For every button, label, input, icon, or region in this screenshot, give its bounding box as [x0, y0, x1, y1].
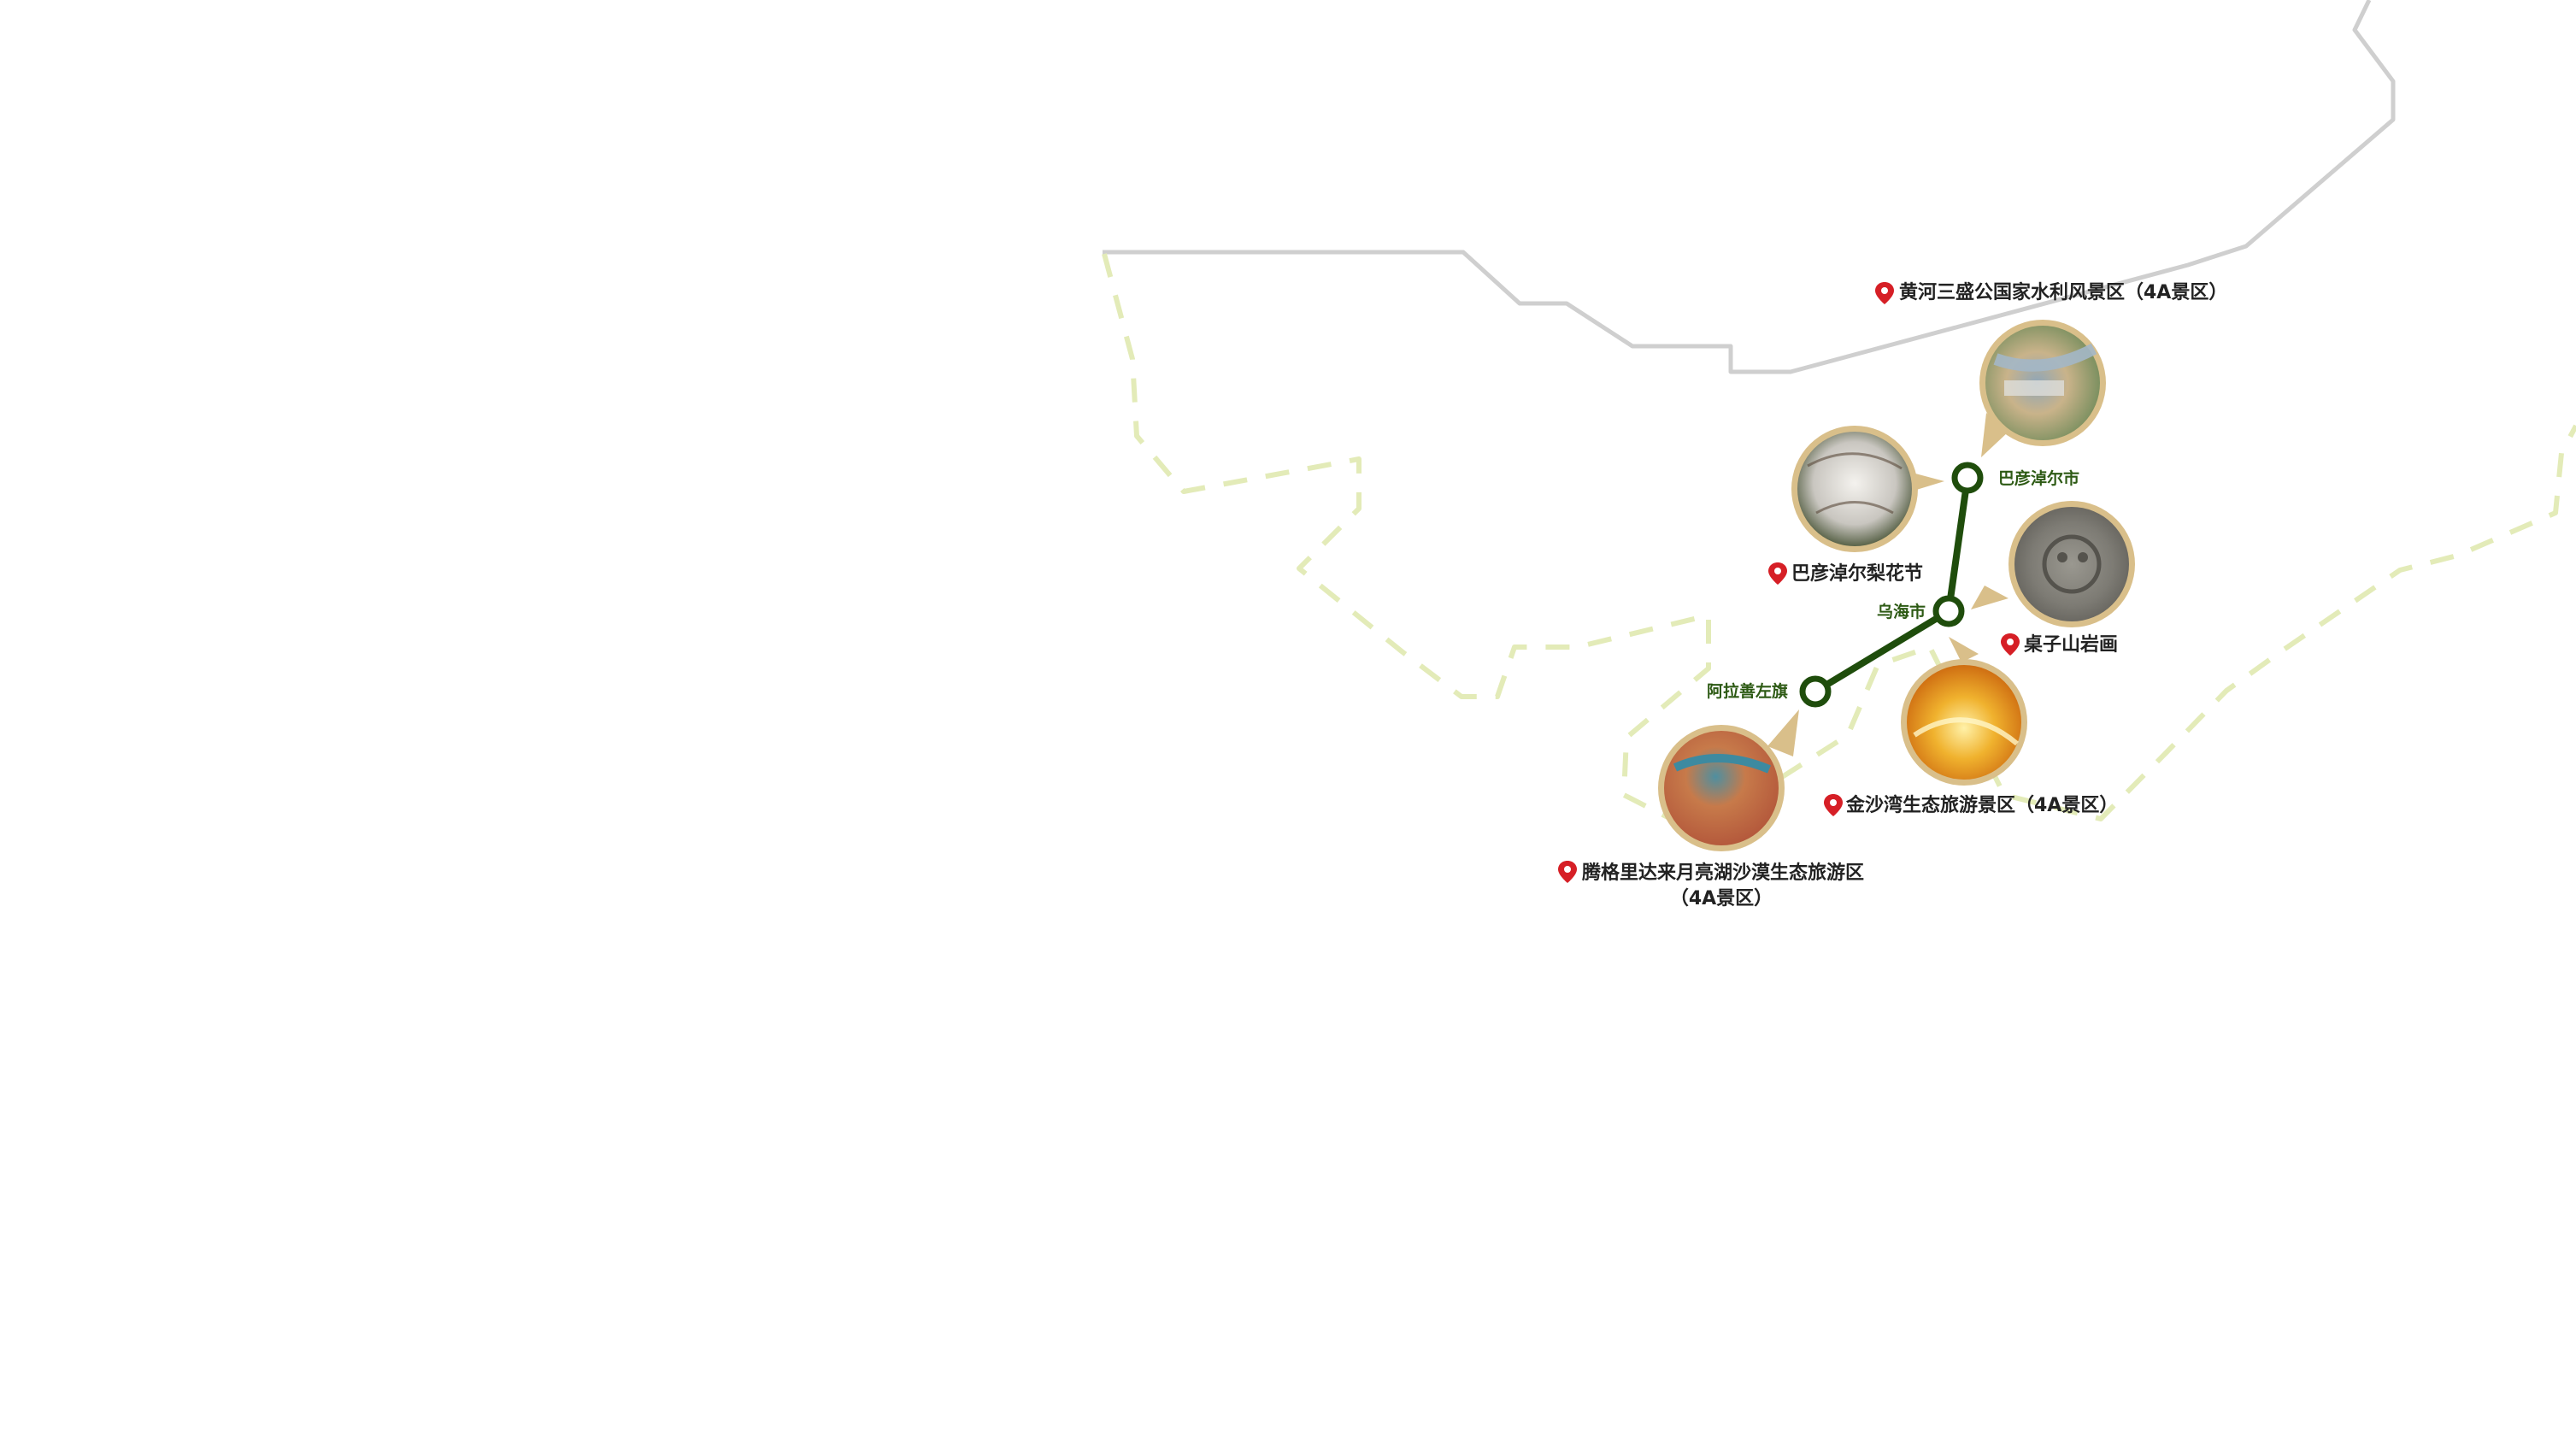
- photo-bubble-pear-blossom[interactable]: [1791, 426, 1944, 552]
- spot-label-pear-blossom[interactable]: 巴彦淖尔梨花节: [1791, 562, 1923, 585]
- city-node-wuhai[interactable]: [1932, 595, 1965, 627]
- photo-bubble-zhuozi-rock[interactable]: [1971, 501, 2135, 627]
- map-pin-icon: [2001, 633, 2020, 656]
- photo-bubble-yellow-river[interactable]: [1979, 320, 2106, 457]
- map-pin-icon: [1875, 282, 1894, 304]
- spot-label-zhuozi-rock[interactable]: 桌子山岩画: [2024, 634, 2118, 656]
- city-label-wuhai: 乌海市: [1877, 602, 1926, 621]
- map-pin-icon: [1768, 562, 1787, 585]
- map-pin-icon: [1558, 861, 1577, 883]
- spot-label-tengger-tag: （4A景区）: [1670, 888, 1773, 909]
- city-node-alxa-left[interactable]: [1799, 675, 1832, 708]
- province-border-dashed: [1102, 253, 2576, 821]
- city-label-alxa-left: 阿拉善左旗: [1707, 681, 1788, 701]
- spot-label-tengger[interactable]: 腾格里达来月亮湖沙漠生态旅游区: [1582, 862, 1864, 884]
- province-border-solid: [1103, 0, 2396, 374]
- spot-label-yellow-river[interactable]: 黄河三盛公国家水利风景区（4A景区）: [1899, 281, 2227, 303]
- photo-bubble-jinshawan[interactable]: [1901, 637, 2027, 786]
- photo-bubble-tengger[interactable]: [1658, 709, 1799, 851]
- spot-label-jinshawan[interactable]: 金沙湾生态旅游景区（4A景区）: [1845, 794, 2118, 816]
- map-pin-icon: [1824, 794, 1843, 816]
- city-node-bayannur[interactable]: [1951, 462, 1984, 494]
- city-label-bayannur: 巴彦淖尔市: [1998, 468, 2079, 488]
